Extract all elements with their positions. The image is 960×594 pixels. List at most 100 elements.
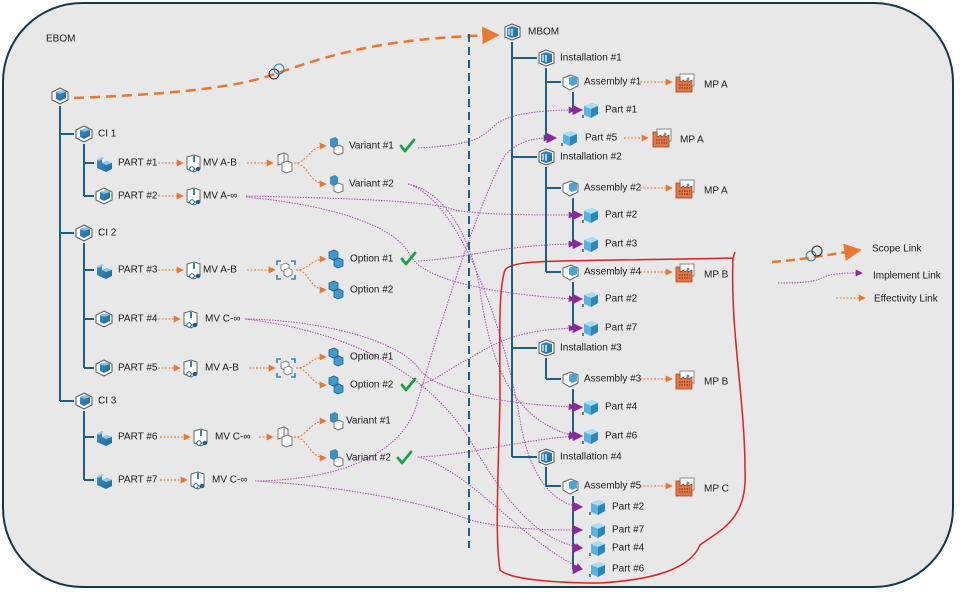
icon-brackets [276,358,296,378]
effectivity-link [293,417,327,438]
choice-label: Variant #2 [349,179,394,190]
icon-top [97,474,112,482]
choice-label: Option #2 [350,380,394,391]
icon-node-filled [195,199,201,205]
icon-node-open [189,199,195,205]
assembly-label: Assembly #4 [584,267,642,278]
icon-stripes [542,154,547,161]
part-label: PART #2 [118,191,158,202]
icon-cube-b [281,434,293,448]
icon-cube-b [333,257,344,269]
manufacturing-plan-icon [675,179,695,199]
icon-tape [190,312,192,318]
part-cube-icon [589,562,605,577]
legend-item-implement: Implement Link [777,269,942,284]
icon-cube-blue [330,412,338,423]
icon-tape [200,430,202,436]
option-icon [328,375,344,395]
model-version-icon [186,187,201,206]
icon-cube-b [283,365,293,376]
variant-group-icon [277,426,293,448]
icon-base [582,115,584,118]
mbom-part-label: Part #4 [605,402,638,413]
implement-link [245,196,576,303]
icon-side [598,503,605,515]
installation-label: Installation #3 [560,343,622,354]
model-version-label: MV A-B [203,158,237,169]
check-icon [400,377,417,392]
icon-cube-white [333,144,344,156]
part-cube-icon [589,523,605,538]
icon-base [582,412,584,415]
icon-tape [193,263,195,269]
part-icon [95,187,113,205]
mbom-title: MBOM [528,27,559,38]
legend-label: Implement Link [873,271,942,282]
assembly-icon [562,180,579,197]
option-icon [328,249,344,269]
icon-cube-white [333,182,344,194]
part-cube-icon [582,429,598,444]
variant-group-icon [277,152,293,174]
icon-side [591,403,598,415]
implement-link [254,134,551,482]
model-version-label: MV A-B [205,363,239,374]
icon-cube-b [281,160,293,174]
installation-icon [538,49,555,67]
legend-item-effectivity: Effectivity Link [836,294,939,305]
manufacturing-plan-icon [675,263,695,283]
check-icon [399,138,416,153]
effectivity-link [293,436,327,462]
icon-base [589,574,591,577]
icon-node-open [193,483,199,489]
legend-item-scope: Scope Link [771,243,922,264]
icon-node-filled [195,166,201,172]
model-version-icon [183,359,198,378]
icon-cube-a [328,249,339,261]
diagram-frame [2,2,954,588]
icon-body [569,266,577,276]
mbom-part-label: Part #5 [585,133,618,144]
icon-windows [679,274,690,279]
icon-body [97,264,112,279]
installation-label: Installation #4 [560,452,622,463]
part-icon [97,431,112,446]
legend-scope-swatch [771,243,862,264]
mbom-part-label: Part #3 [605,239,638,250]
model-version-icon [193,428,208,447]
icon-dot [686,267,690,271]
effectivity-link [295,367,327,389]
implement-link [407,183,583,511]
icon-base [589,512,591,515]
icon-body [97,474,112,489]
icon-node-filled [192,371,198,377]
installation-icon [538,339,555,357]
icon-cube-b [283,267,293,278]
assembly-label: Assembly #5 [584,481,642,492]
icon-node-open [189,166,195,172]
option-icon [328,347,344,367]
icon-base [582,333,584,336]
part-label: PART #4 [118,314,158,325]
icon-windows [656,139,667,144]
highlight-outline [496,251,746,584]
icon-windows [679,488,690,493]
icon-windows [679,190,690,195]
icon-node-open [196,440,202,446]
part-cube-icon [582,321,598,336]
assembly-icon [562,478,579,495]
part-cube-icon [561,131,577,146]
ci-label: CI 1 [98,129,117,140]
icon-side [591,106,598,118]
icon-top [100,362,110,366]
implement-link [419,324,576,386]
implement-link [245,318,583,551]
icon-windows [679,381,690,386]
icon-cube-b [333,383,344,395]
effectivity-link [293,162,327,188]
icon-base [582,304,584,307]
icon-base [582,441,584,444]
icon-side [598,544,605,556]
model-version-icon [190,471,205,490]
